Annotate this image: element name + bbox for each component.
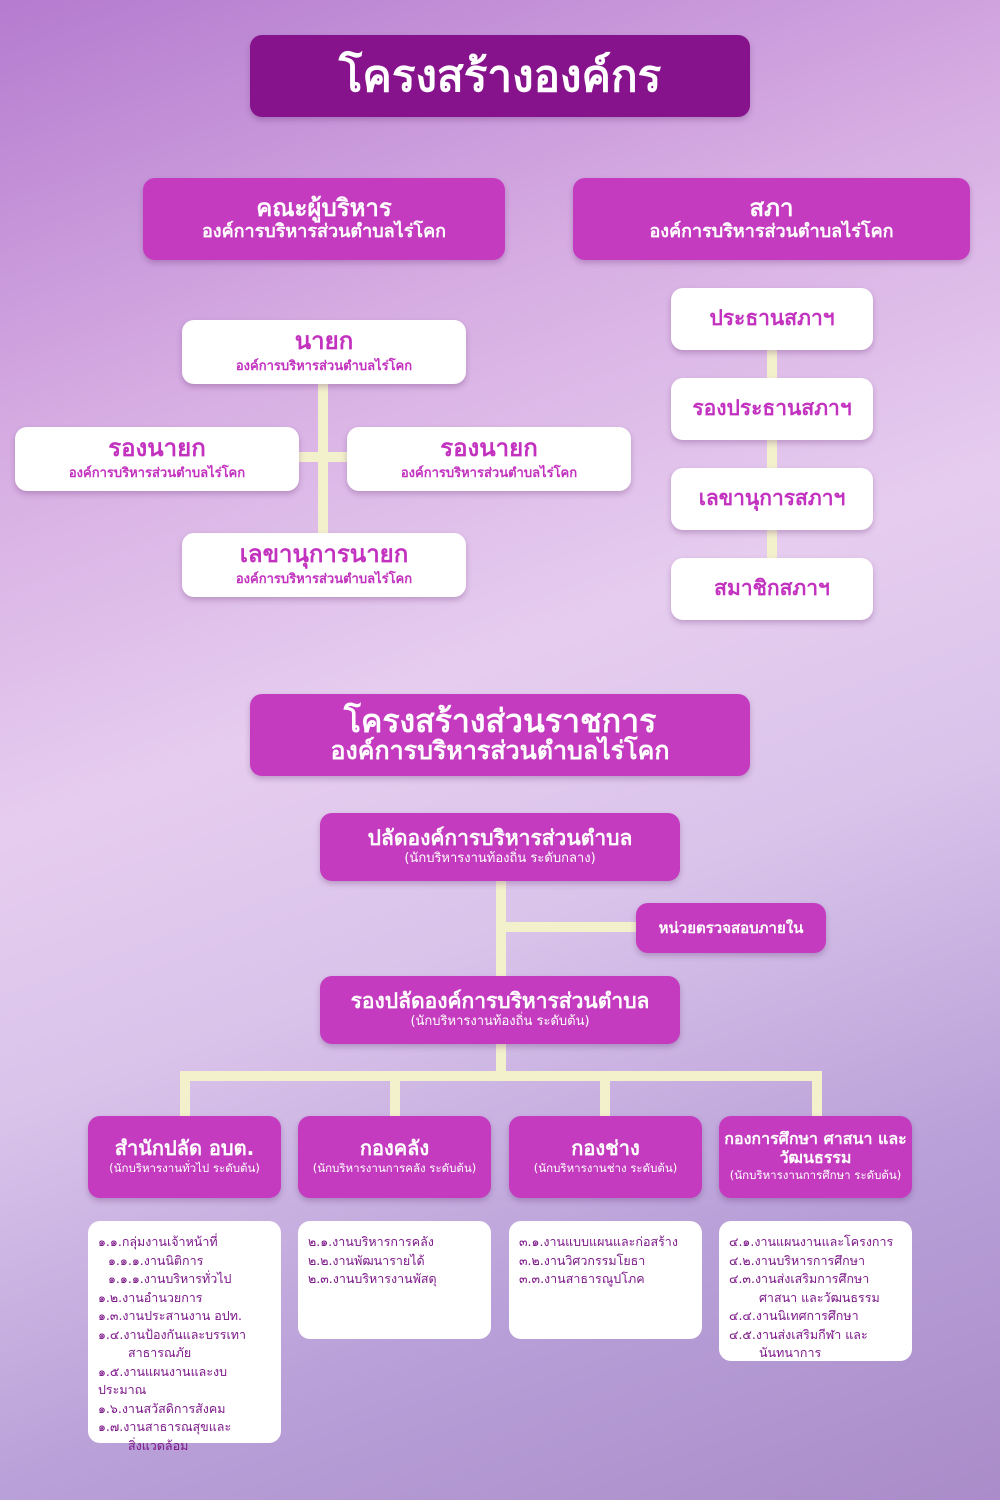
council-vice-president-box: รองประธานสภาฯ <box>671 378 873 440</box>
secretary-title: เลขานุการนายก <box>239 540 409 569</box>
page-title-text: โครงสร้างองค์กร <box>338 51 662 102</box>
connector <box>298 452 348 462</box>
task-item: สิ่งแวดล้อม <box>128 1437 189 1453</box>
council-member-label: สมาชิกสภาฯ <box>714 576 830 601</box>
council-members-box: สมาชิกสภาฯ <box>671 558 873 620</box>
admin-title-line1: โครงสร้างส่วนราชการ <box>343 702 657 741</box>
task-item: นันทนาการ <box>759 1345 822 1360</box>
chief-sub: (นักบริหารงานท้องถิ่น ระดับกลาง) <box>404 851 596 867</box>
deputy-mayor-left-box: รองนายก องค์การบริหารส่วนตำบลไร่โคก <box>15 427 299 491</box>
council-org: องค์การบริหารส่วนตำบลไร่โคก <box>649 221 894 243</box>
chief-title: ปลัดองค์การบริหารส่วนตำบล <box>367 825 633 850</box>
council-president-box: ประธานสภาฯ <box>671 288 873 350</box>
mayor-box: นายก องค์การบริหารส่วนตำบลไร่โคก <box>182 320 466 384</box>
deputy-mayor-org: องค์การบริหารส่วนตำบลไร่โคก <box>68 465 246 481</box>
council-secretary-box: เลขานุการสภาฯ <box>671 468 873 530</box>
connector <box>600 1071 610 1119</box>
connector <box>812 1071 822 1119</box>
task-item: ๓.๑.งานแบบแผนและก่อสร้าง <box>519 1234 678 1249</box>
council-title: สภา <box>749 194 794 222</box>
deputy-mayor-org: องค์การบริหารส่วนตำบลไร่โคก <box>400 465 578 481</box>
deputy-chief-sub: (นักบริหารงานท้องถิ่น ระดับต้น) <box>410 1014 590 1030</box>
task-item: ๔.๒.งานบริหารการศึกษา <box>729 1252 865 1268</box>
division-task-list: ๒.๑.งานบริหารการคลัง๒.๒.งานพัฒนารายได้๒.… <box>298 1221 491 1339</box>
mayor-title: นายก <box>294 327 354 356</box>
council-member-label: ประธานสภาฯ <box>709 306 835 331</box>
division-box: กองคลัง(นักบริหารงานการคลัง ระดับต้น) <box>298 1116 491 1198</box>
task-item: สาธารณภัย <box>128 1345 192 1360</box>
admin-title-line2: องค์การบริหารส่วนตำบลไร่โคก <box>330 736 670 766</box>
task-item: ๑.๑.กลุ่มงานเจ้าหน้าที่ <box>98 1234 218 1249</box>
connector <box>180 1071 820 1081</box>
task-item: ๑.๒.งานอำนวยการ <box>98 1289 203 1305</box>
task-item: ๑.๑.๑.งานบริหารทั่วไป <box>108 1271 232 1286</box>
division-box: กองการศึกษา ศาสนา และวัฒนธรรม(นักบริหารง… <box>719 1116 912 1198</box>
task-item: ๑.๓.งานประสานงาน อปท. <box>98 1308 242 1323</box>
internal-audit-box: หน่วยตรวจสอบภายใน <box>636 903 826 953</box>
deputy-mayor-title: รองนายก <box>108 434 206 463</box>
deputy-mayor-right-box: รองนายก องค์การบริหารส่วนตำบลไร่โคก <box>347 427 631 491</box>
task-item: ๑.๕.งานแผนงานและงบประมาณ <box>98 1363 228 1398</box>
deputy-chief-box: รองปลัดองค์การบริหารส่วนตำบล (นักบริหารง… <box>320 976 680 1044</box>
council-member-label: เลขานุการสภาฯ <box>698 486 846 511</box>
division-sub: (นักบริหารงานการศึกษา ระดับต้น) <box>729 1168 902 1183</box>
task-item: ๔.๔.งานนิเทศการศึกษา <box>729 1308 859 1323</box>
division-sub: (นักบริหารงานช่าง ระดับต้น) <box>533 1161 678 1175</box>
council-box: สภา องค์การบริหารส่วนตำบลไร่โคก <box>573 178 970 260</box>
task-item: ๑.๑.๑.งานนิติการ <box>108 1252 204 1268</box>
admin-structure-title: โครงสร้างส่วนราชการ องค์การบริหารส่วนตำบ… <box>250 694 750 776</box>
task-item: ๒.๑.งานบริหารการคลัง <box>308 1234 434 1249</box>
division-title: กองการศึกษา ศาสนา และวัฒนธรรม <box>724 1128 907 1167</box>
division-sub: (นักบริหารงานการคลัง ระดับต้น) <box>312 1161 477 1175</box>
connector <box>390 1071 400 1119</box>
division-task-list: ๑.๑.กลุ่มงานเจ้าหน้าที่๑.๑.๑.งานนิติการ๑… <box>88 1221 281 1453</box>
executives-box: คณะผู้บริหาร องค์การบริหารส่วนตำบลไร่โคก <box>143 178 505 260</box>
task-item: ศาสนา และวัฒนธรรม <box>759 1289 880 1305</box>
division-title: กองช่าง <box>571 1136 640 1160</box>
task-item: ๒.๒.งานพัฒนารายได้ <box>308 1252 425 1268</box>
connector <box>180 1071 190 1119</box>
mayor-org: องค์การบริหารส่วนตำบลไร่โคก <box>235 358 413 374</box>
deputy-mayor-title: รองนายก <box>440 434 538 463</box>
connector <box>767 348 777 560</box>
division-title: กองคลัง <box>359 1136 430 1160</box>
task-item: ๑.๖.งานสวัสดิการสังคม <box>98 1400 226 1416</box>
secretary-org: องค์การบริหารส่วนตำบลไร่โคก <box>235 571 413 587</box>
page-title: โครงสร้างองค์กร <box>250 35 750 117</box>
division-task-list: ๓.๑.งานแบบแผนและก่อสร้าง๓.๒.งานวิศวกรรมโ… <box>509 1221 702 1339</box>
connector <box>500 922 640 932</box>
division-box: กองช่าง(นักบริหารงานช่าง ระดับต้น) <box>509 1116 702 1198</box>
task-item: ๒.๓.งานบริหารงานพัสดุ <box>308 1271 437 1286</box>
division-task-list: ๔.๑.งานแผนงานและโครงการ๔.๒.งานบริหารการศ… <box>719 1221 912 1361</box>
task-item: ๓.๒.งานวิศวกรรมโยธา <box>519 1252 646 1268</box>
executives-title: คณะผู้บริหาร <box>256 194 392 222</box>
division-sub: (นักบริหารงานทั่วไป ระดับต้น) <box>109 1161 260 1175</box>
division-box: สำนักปลัด อบต.(นักบริหารงานทั่วไป ระดับต… <box>88 1116 281 1198</box>
internal-audit-label: หน่วยตรวจสอบภายใน <box>658 919 804 937</box>
task-item: ๔.๑.งานแผนงานและโครงการ <box>729 1234 894 1249</box>
task-item: ๔.๕.งานส่งเสริมกีฬา และ <box>729 1326 868 1342</box>
secretary-box: เลขานุการนายก องค์การบริหารส่วนตำบลไร่โค… <box>182 533 466 597</box>
deputy-chief-title: รองปลัดองค์การบริหารส่วนตำบล <box>350 988 650 1013</box>
task-item: ๓.๓.งานสาธารณูปโภค <box>519 1271 645 1286</box>
task-item: ๑.๗.งานสาธารณสุขและ <box>98 1419 232 1434</box>
task-item: ๔.๓.งานส่งเสริมการศึกษา <box>729 1271 870 1286</box>
task-item: ๑.๔.งานป้องกันและบรรเทา <box>98 1326 246 1342</box>
chief-box: ปลัดองค์การบริหารส่วนตำบล (นักบริหารงานท… <box>320 813 680 881</box>
executives-org: องค์การบริหารส่วนตำบลไร่โคก <box>201 221 447 243</box>
division-title: สำนักปลัด อบต. <box>114 1136 255 1160</box>
council-member-label: รองประธานสภาฯ <box>692 396 852 421</box>
